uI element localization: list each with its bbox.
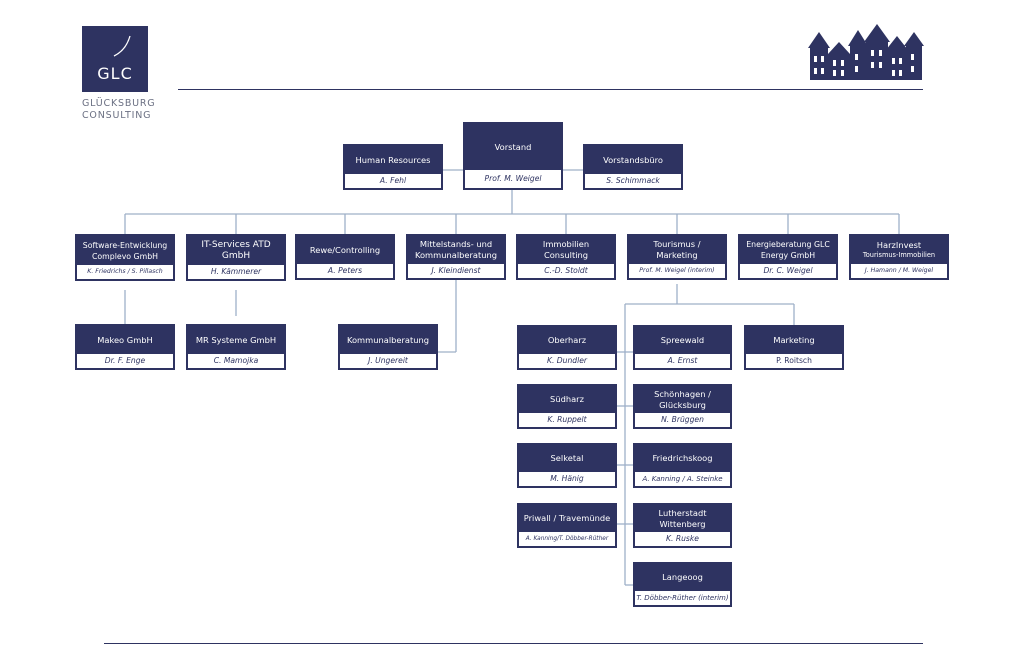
org-box-name: Energieberatung GLC Energy GmbH (746, 240, 830, 260)
org-box-person: A. Peters (297, 264, 393, 278)
org-box-suedharz: Südharz K. Ruppelt (517, 384, 617, 429)
org-box-name: Immobilien Consulting (542, 239, 590, 260)
org-box-name: IT-Services ATD GmbH (201, 239, 271, 261)
org-box-name: Priwall / Travemünde (523, 513, 611, 523)
org-box-person: P. Roitsch (746, 354, 842, 368)
header-divider (178, 89, 923, 90)
org-box-subname: Tourismus-Immobilien (862, 251, 936, 259)
org-box-name: Südharz (550, 394, 584, 404)
org-box-person: Prof. M. Weigel (interim) (629, 264, 725, 278)
org-box-person: Prof. M. Weigel (465, 170, 561, 188)
org-box-mr-systeme: MR Systeme GmbH C. Mamojka (186, 324, 286, 370)
org-box-marketing: Marketing P. Roitsch (744, 325, 844, 370)
org-box-name: Schönhagen / Glücksburg (654, 388, 711, 410)
org-box-kommunalberatung: Kommunalberatung J. Ungereit (338, 324, 438, 370)
org-box-vorstand: Vorstand Prof. M. Weigel (463, 122, 563, 190)
org-box-tourismus-marketing: Tourismus / Marketing Prof. M. Weigel (i… (627, 234, 727, 280)
org-box-name: Kommunalberatung (346, 334, 430, 345)
org-box-vorstandsbuero: Vorstandsbüro S. Schimmack (583, 144, 683, 190)
org-box-person: T. Döbber-Rüther (interim) (635, 591, 730, 605)
org-box-person: N. Brüggen (635, 413, 730, 427)
logo-text: GLC (97, 64, 133, 83)
glc-logo: GLC (82, 26, 148, 92)
org-box-person: K. Friedrichs / S. Pillasch (77, 265, 173, 279)
org-box-person: Dr. F. Enge (77, 354, 173, 368)
org-box-energieberatung: Energieberatung GLC Energy GmbH Dr. C. W… (738, 234, 838, 280)
org-box-person: H. Kämmerer (188, 265, 284, 279)
org-box-person: C.-D. Stoldt (518, 264, 614, 278)
castle-icon (808, 24, 924, 80)
org-box-person: K. Dundler (519, 354, 615, 368)
org-box-it-services: IT-Services ATD GmbH H. Kämmerer (186, 234, 286, 281)
org-box-human-resources: Human Resources A. Fehl (343, 144, 443, 190)
org-box-person: S. Schimmack (585, 174, 681, 188)
org-box-person: A. Fehl (345, 174, 441, 188)
org-box-name: Tourismus / Marketing (653, 239, 701, 260)
org-box-software-entwicklung: Software-Entwicklung Complevo GmbH K. Fr… (75, 234, 175, 281)
org-box-name: Makeo GmbH (97, 334, 153, 345)
org-box-person: Dr. C. Weigel (740, 264, 836, 278)
org-box-friedrichskoog: Friedrichskoog A. Kanning / A. Steinke (633, 443, 732, 488)
org-box-spreewald: Spreewald A. Ernst (633, 325, 732, 370)
org-box-name: Friedrichskoog (652, 453, 713, 463)
org-box-name: Oberharz (547, 335, 587, 345)
org-box-person: K. Ruppelt (519, 413, 615, 427)
org-box-name: Lutherstadt Wittenberg (658, 507, 707, 529)
org-box-makeo: Makeo GmbH Dr. F. Enge (75, 324, 175, 370)
org-box-person: A. Ernst (635, 354, 730, 368)
org-box-harzinvest: HarzInvest Tourismus-Immobilien J. Haman… (849, 234, 949, 280)
org-box-name: HarzInvest (876, 240, 922, 250)
org-box-rewe-controlling: Rewe/Controlling A. Peters (295, 234, 395, 280)
logo-swoosh-icon (113, 35, 131, 57)
org-box-priwall-travemuende: Priwall / Travemünde A. Kanning/T. Döbbe… (517, 503, 617, 548)
footer-divider (104, 643, 923, 644)
org-box-person: J. Ungereit (340, 354, 436, 368)
org-box-immobilien-consulting: Immobilien Consulting C.-D. Stoldt (516, 234, 616, 280)
org-box-name-group: HarzInvest Tourismus-Immobilien (851, 236, 947, 264)
org-box-person: A. Kanning / A. Steinke (635, 472, 730, 486)
org-box-name: Vorstandsbüro (603, 154, 663, 165)
brand-name-line1: GLÜCKSBURG (82, 98, 156, 109)
org-box-name: MR Systeme GmbH (195, 334, 277, 345)
org-box-person: C. Mamojka (188, 354, 284, 368)
org-box-name: Rewe/Controlling (309, 244, 381, 255)
org-box-name: Selketal (550, 453, 584, 463)
org-box-person: K. Ruske (635, 532, 730, 546)
org-box-schoenhagen-gluecksburg: Schönhagen / Glücksburg N. Brüggen (633, 384, 732, 429)
org-box-person: M. Hänig (519, 472, 615, 486)
org-box-langeoog: Langeoog T. Döbber-Rüther (interim) (633, 562, 732, 607)
org-box-selketal: Selketal M. Hänig (517, 443, 617, 488)
org-box-name: Langeoog (662, 572, 703, 582)
org-box-mittelstandsberatung: Mittelstands- und Kommunalberatung J. Kl… (406, 234, 506, 280)
org-box-lutherstadt-wittenberg: Lutherstadt Wittenberg K. Ruske (633, 503, 732, 548)
org-box-name: Marketing (773, 335, 815, 345)
brand-name: GLÜCKSBURG CONSULTING (82, 98, 155, 122)
org-box-name: Human Resources (355, 154, 431, 165)
org-box-name: Software-Entwicklung Complevo GmbH (82, 240, 168, 261)
org-box-name: Vorstand (494, 141, 532, 152)
org-box-name: Spreewald (660, 335, 705, 345)
org-box-person: J. Kleindienst (408, 264, 504, 278)
org-box-oberharz: Oberharz K. Dundler (517, 325, 617, 370)
org-box-person: A. Kanning/T. Döbber-Rüther (519, 532, 615, 546)
org-box-name: Mittelstands- und Kommunalberatung (414, 239, 498, 260)
org-box-person: J. Hamann / M. Weigel (851, 264, 947, 278)
brand-name-line2: CONSULTING (82, 110, 152, 121)
